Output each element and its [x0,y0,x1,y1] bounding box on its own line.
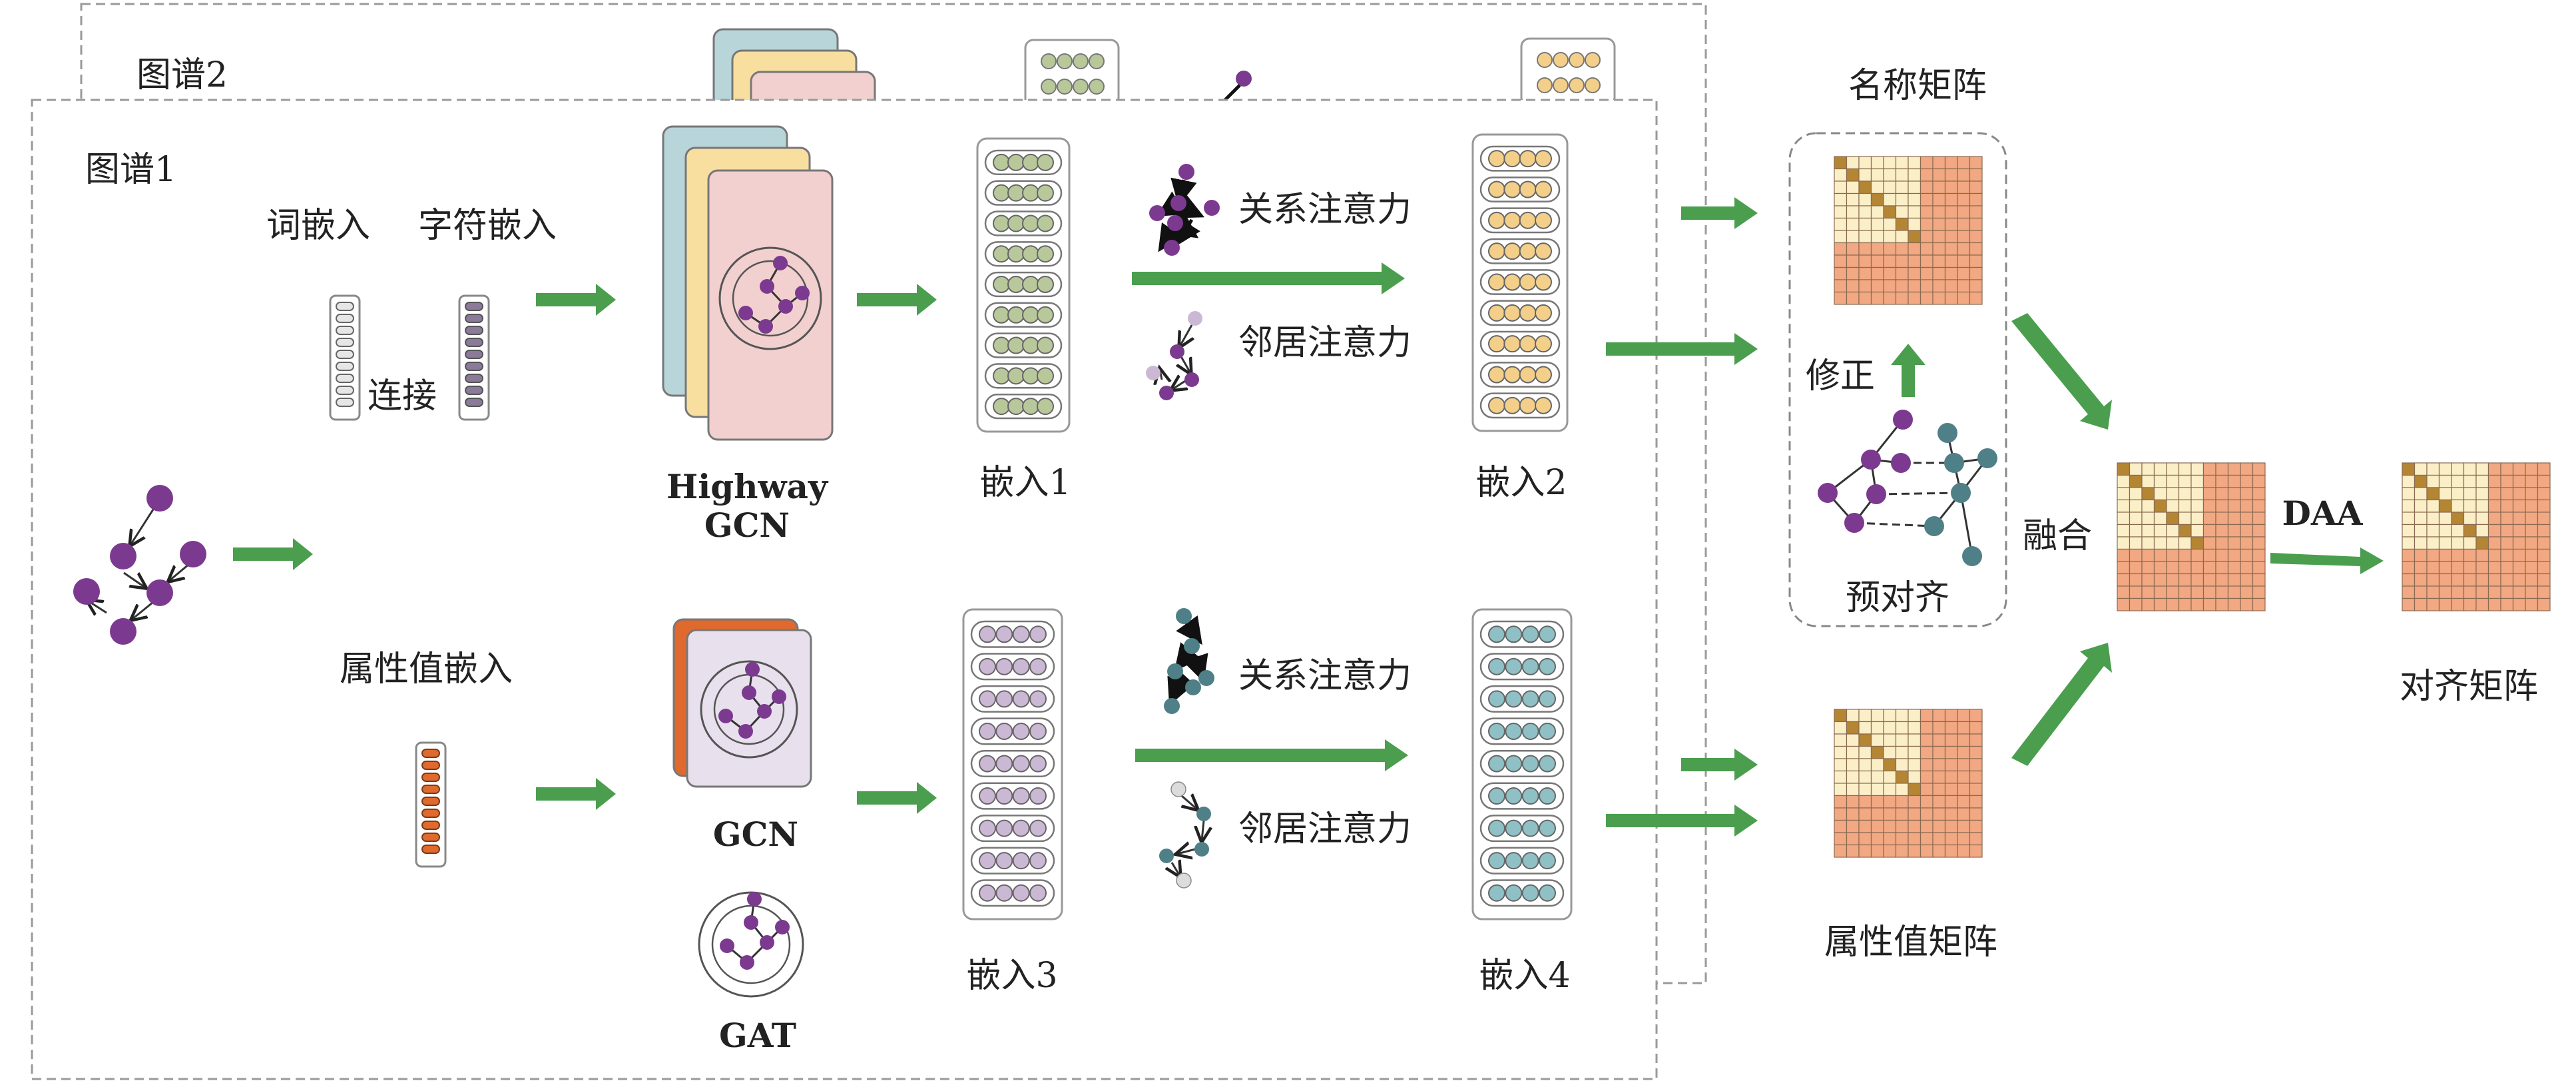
name-matrix [1834,156,1983,305]
relation-attention-bottom-label: 关系注意力 [1238,656,1412,696]
fusion-label: 融合 [2023,516,2092,556]
embedding-1-label: 嵌入1 [979,463,1071,503]
highway-label: Highway [666,467,829,506]
embedding-labels: 嵌入1 嵌入2 嵌入3 嵌入4 [966,463,1570,996]
embedding-3-label: 嵌入3 [966,956,1057,996]
flow-arrows [233,197,2384,837]
concat-label: 连接 [368,376,437,416]
neighbor-attention-top-label: 邻居注意力 [1238,323,1412,363]
embedding-2-column [1471,133,1569,432]
embedding-1-column [976,137,1071,433]
attr-embedding-label: 属性值嵌入 [340,649,513,689]
input-embeddings: 词嵌入 字符嵌入 连接 属性值嵌入 [266,206,557,868]
matrix-grids [1834,156,2551,858]
highway-gcn-label: GCN [704,506,790,545]
embedding-columns [962,133,1573,920]
alignment-matrix [2402,462,2551,611]
correction-label: 修正 [1806,356,1875,396]
attribute-matrix [1834,709,1983,858]
embedding-4-label: 嵌入4 [1479,956,1570,996]
gcn-label: GCN [713,815,798,854]
embedding-2-label: 嵌入2 [1475,463,1567,503]
attention-bottom: 关系注意力 邻居注意力 [1159,608,1412,889]
gat-block: GAT [698,891,804,1055]
word-embedding-label: 词嵌入 [266,206,370,246]
relation-attention-top-label: 关系注意力 [1238,190,1412,230]
char-embedding-label: 字符嵌入 [418,206,557,246]
fused-matrix [2117,462,2266,611]
gat-label: GAT [719,1016,796,1055]
pre-alignment-label: 预对齐 [1846,578,1949,618]
attention-top: 关系注意力 邻居注意力 [1146,164,1412,400]
name-matrix-label: 名称矩阵 [1848,66,1987,106]
graph2-title: 图谱2 [136,55,228,95]
attr-matrix-label: 属性值矩阵 [1824,922,1997,962]
input-graph [73,485,206,645]
graph1-title: 图谱1 [85,150,176,190]
neighbor-attention-bottom-label: 邻居注意力 [1238,809,1412,849]
embedding-4-column [1471,608,1573,920]
graph1-panel: 图谱1 [31,99,1658,1080]
daa-label: DAA [2282,494,2364,533]
highway-gcn-block: Highway GCN [662,125,834,545]
embedding-3-column [962,608,1063,920]
alignment-matrix-label: 对齐矩阵 [2400,667,2538,707]
gcn-block: GCN [672,618,812,854]
matrices-region: 名称矩阵 修正 预对齐 融合 属性值矩阵 DAA 对齐矩阵 [1788,66,2538,962]
